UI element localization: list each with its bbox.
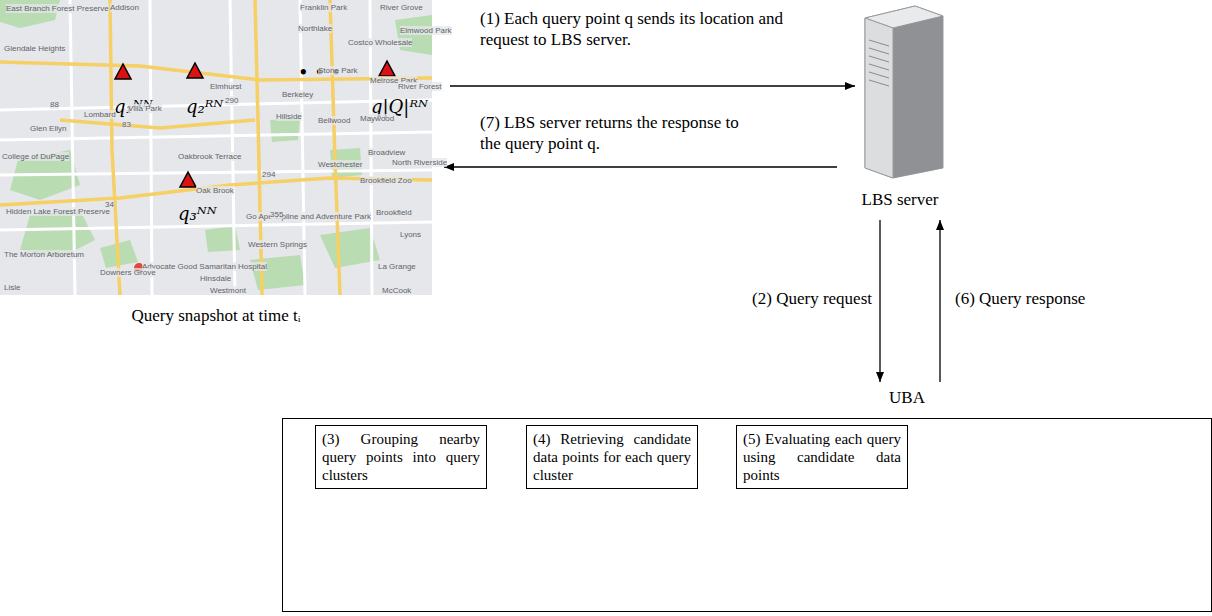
map-place-name: 88 [50, 100, 59, 109]
map-place-name: Costco Wholesale [348, 38, 412, 47]
map-place-name: River Grove [380, 3, 423, 12]
map-place-name: La Grange [378, 262, 416, 271]
server-label: LBS server [845, 190, 955, 210]
map-place-name: Bellwood [318, 116, 350, 125]
map-place-name: Westchester [318, 160, 362, 169]
map-place-name: Glen Ellyn [30, 124, 66, 133]
map-place-name: River Forest [398, 82, 442, 91]
map-place-name: 83 [122, 120, 131, 129]
map-place-name: Northlake [298, 24, 332, 33]
map-place-name: 290 [225, 96, 238, 105]
connector [940, 220, 941, 382]
map-place-name: Brookfield [376, 208, 412, 217]
map-place-name: Downers Grove [100, 268, 156, 277]
map-place-name: 34 [105, 200, 114, 209]
server-icon [845, 0, 955, 180]
map-place-name: Franklin Park [300, 3, 347, 12]
process-text: (3) Grouping nearby query points into qu… [322, 430, 480, 484]
map-place-name: Hidden Lake Forest Preserve [6, 207, 110, 216]
edge-label: (2) Query request [722, 288, 872, 309]
edge-label: (7) LBS server returns the response to t… [480, 112, 750, 154]
server-node: LBS server [845, 0, 955, 212]
map-place-name: McCook [382, 286, 411, 295]
map-place-name: Broadview [368, 148, 405, 157]
map-place-name: The Morton Arboretum [4, 250, 84, 259]
map-place-name: Elmhurst [210, 82, 242, 91]
map-place-name: College of DuPage [2, 152, 69, 161]
map-place-name: Brookfield Zoo [360, 176, 412, 185]
query-snapshot-map: Query snapshot at time tᵢ [0, 0, 432, 330]
map-place-name: Westmont [210, 286, 246, 295]
map-place-name: 355 [270, 210, 283, 219]
edge-label: (6) Query response [955, 288, 1125, 309]
map-place-name: Advocate Good Samaritan Hospital [142, 262, 267, 271]
map-place-name: Berkeley [282, 90, 313, 99]
connector [450, 86, 855, 87]
process-text: (5) Evaluating each query using candidat… [743, 430, 901, 484]
query-point-label: q₃ᴺᴺ [178, 203, 217, 224]
uba-module: UBA (3) Grouping nearby query points into… [282, 382, 1212, 616]
map-place-name: East Branch Forest Preserve [6, 4, 109, 13]
map-place-name: Lyons [400, 230, 421, 239]
module-heading: UBA [872, 388, 942, 408]
process-text: (4) Retrieving candidate data points for… [533, 430, 691, 484]
map-place-name: Addison [110, 3, 139, 12]
map-place-name: Lisle [4, 283, 20, 292]
map-place-name: 294 [262, 170, 275, 179]
map-place-name: Glendale Heights [4, 44, 65, 53]
map-place-name: Oak Brook [196, 186, 234, 195]
map-place-name: North Riverside [392, 158, 447, 167]
map-place-name: Villa Park [128, 104, 162, 113]
edge-label: (1) Each query point q sends its locatio… [480, 8, 810, 50]
map-place-name: Elmwood Park [400, 26, 452, 35]
connector [880, 220, 881, 382]
process-box: (5) Evaluating each query using candidat… [736, 425, 908, 489]
map-place-name: Go Ape Zipline and Adventure Park [246, 212, 371, 221]
map-place-name: Stone Park [318, 66, 358, 75]
query-point-label: q₂ᴿᴺ [186, 96, 223, 117]
process-box: (4) Retrieving candidate data points for… [526, 425, 698, 489]
process-box: (3) Grouping nearby query points into qu… [315, 425, 487, 489]
map-place-name: Maywood [360, 114, 394, 123]
connector [444, 167, 837, 168]
map-place-name: Lombard [84, 110, 116, 119]
map-caption: Query snapshot at time tᵢ [0, 306, 432, 326]
map-place-name: Hinsdale [200, 274, 231, 283]
map-place-name: Hillside [276, 112, 302, 121]
map-place-name: Oakbrook Terrace [178, 152, 241, 161]
map-place-name: Western Springs [248, 240, 307, 249]
